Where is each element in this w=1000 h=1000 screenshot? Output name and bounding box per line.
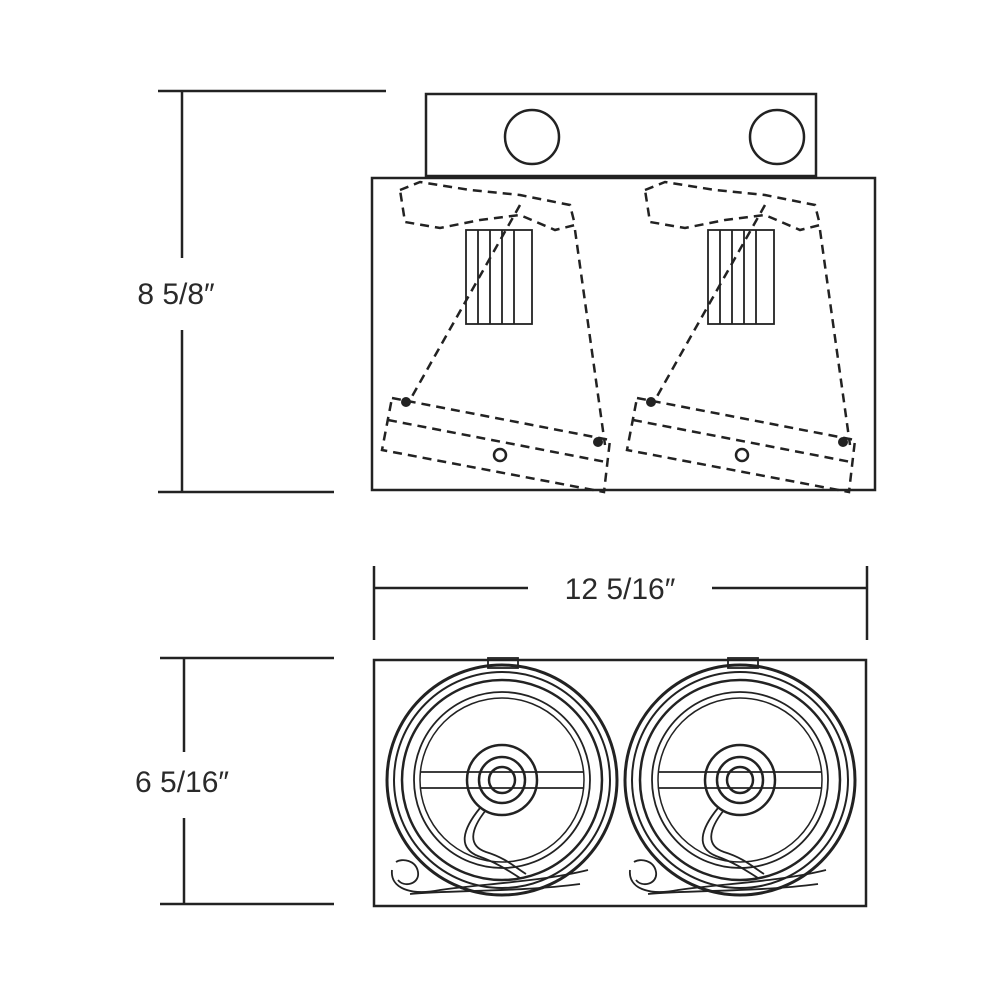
adjust-screw-right [734,447,750,463]
knockout-right [748,108,806,166]
knockout-left [503,108,561,166]
height-label: 8 5/8″ [137,278,215,311]
heat-sink-left [465,229,533,325]
adjust-screw-left [492,447,508,463]
side-gimbal-left [380,180,612,494]
front-view [372,657,868,908]
side-view [370,92,877,494]
lamp-right [623,657,857,897]
width-dimension: 12 5/16″ [372,566,869,640]
height-dimension: 8 5/8″ [137,89,386,494]
depth-dimension: 6 5/16″ [135,656,334,906]
lamp-left [385,657,619,897]
front-housing [372,658,868,908]
heat-sink-right [707,229,775,325]
width-label: 12 5/16″ [565,573,676,606]
side-gimbal-right [625,180,857,494]
junction-box [424,92,818,178]
depth-label: 6 5/16″ [135,766,229,799]
side-housing [370,176,877,492]
